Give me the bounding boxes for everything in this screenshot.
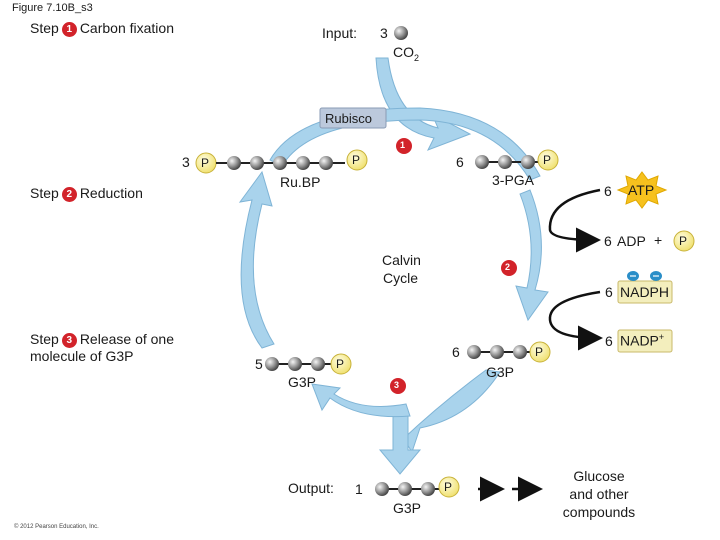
adp-phosphate [673, 230, 695, 252]
cycle-arrow-left [238, 170, 275, 349]
step-1-label: Carbon fixation [79, 20, 174, 36]
step-2-word: Step [30, 185, 59, 201]
g3p-six-molecule [467, 341, 551, 363]
nadp-text: NADP [620, 332, 659, 349]
cycle-badge-3: 3 [394, 380, 400, 390]
cycle-label-line1: Calvin [382, 252, 421, 268]
step-2-badge: 2 [61, 187, 77, 202]
g3p-six-phosphate [529, 341, 551, 363]
adp-phosphate-label: P [679, 234, 688, 248]
step-3-label-line1: Release of one [79, 331, 174, 347]
products-line-3: compounds [562, 504, 636, 520]
pga-p: P [543, 153, 552, 167]
g3p-five-molecule [265, 353, 352, 375]
g3p-out-phosphate [438, 476, 460, 498]
products-label: Glucose and other compounds [554, 467, 644, 521]
g3p-five-name: G3P [288, 374, 317, 390]
pga-name: 3-PGA [492, 172, 535, 188]
cycle-label-line2: Cycle [383, 270, 419, 286]
cycle-arrow-right [515, 189, 549, 322]
step-3-word: Step [30, 331, 59, 347]
g3p-five-p: P [336, 357, 345, 371]
step-3-badge: 3 [61, 333, 77, 348]
nadp-count: 6 [605, 333, 613, 349]
adp-label: ADP [617, 233, 646, 249]
g3p-five-phosphate [330, 353, 352, 375]
nadp-superscript: + [658, 332, 665, 342]
rubp-p-left: P [201, 156, 210, 170]
input-molecule: CO2 [393, 44, 419, 63]
cycle-badge-2: 2 [505, 262, 511, 272]
rubp-phosphate-right [346, 149, 368, 171]
cycle-badge-1: 1 [400, 140, 406, 150]
rubp-count: 3 [182, 154, 190, 170]
output-count: 1 [355, 481, 363, 497]
energy-arrows [478, 188, 603, 502]
g3p-five-count: 5 [255, 356, 263, 372]
products-line-1: Glucose [573, 468, 625, 484]
step-1-badge: 1 [61, 22, 77, 37]
atp-count: 6 [604, 183, 612, 199]
cycle-arrow-bottom [397, 369, 501, 454]
input-count: 3 [380, 25, 388, 41]
g3p-six-p: P [535, 345, 544, 359]
adp-count: 6 [604, 233, 612, 249]
figure-label: Figure 7.10B_s3 [12, 2, 93, 14]
input-label: Input: [322, 25, 358, 41]
atp-label: ATP [628, 182, 655, 198]
output-arrow [378, 409, 422, 475]
products-line-2: and other [569, 486, 629, 502]
step-3-label-line2: molecule of G3P [30, 348, 134, 364]
nadph-box [617, 280, 673, 304]
rubp-molecule [195, 149, 368, 174]
rubisco-label: Rubisco [325, 111, 372, 126]
nadph-count: 6 [605, 284, 613, 300]
pga-count: 6 [456, 154, 464, 170]
co2-text: CO [393, 44, 414, 60]
rubisco-box [319, 107, 387, 129]
rubp-name: Ru.BP [280, 174, 321, 190]
rubp-p-right: P [352, 153, 361, 167]
nadp-label: NADP+ [620, 332, 664, 349]
pga-molecule [475, 149, 559, 171]
atp-star [616, 171, 668, 209]
output-label: Output: [288, 480, 334, 496]
co2-carbon [394, 26, 408, 40]
g3p-out-p: P [444, 480, 453, 494]
g3p-six-name: G3P [486, 364, 515, 380]
input-arrow [375, 57, 472, 151]
g3p-out-molecule [375, 476, 460, 498]
nadp-box [617, 329, 673, 353]
g3p-out-name: G3P [393, 500, 422, 516]
cycle-step-badges [390, 138, 517, 394]
co2-subscript: 2 [414, 52, 420, 63]
cycle-arrow-bottom-left [311, 383, 411, 418]
step-2-label: Reduction [79, 185, 143, 201]
copyright: © 2012 Pearson Education, Inc. [14, 524, 99, 530]
g3p-six-count: 6 [452, 344, 460, 360]
step-1-word: Step [30, 20, 59, 36]
pga-phosphate [537, 149, 559, 171]
adp-plus: + [654, 232, 663, 248]
nadph-label: NADPH [620, 284, 670, 300]
